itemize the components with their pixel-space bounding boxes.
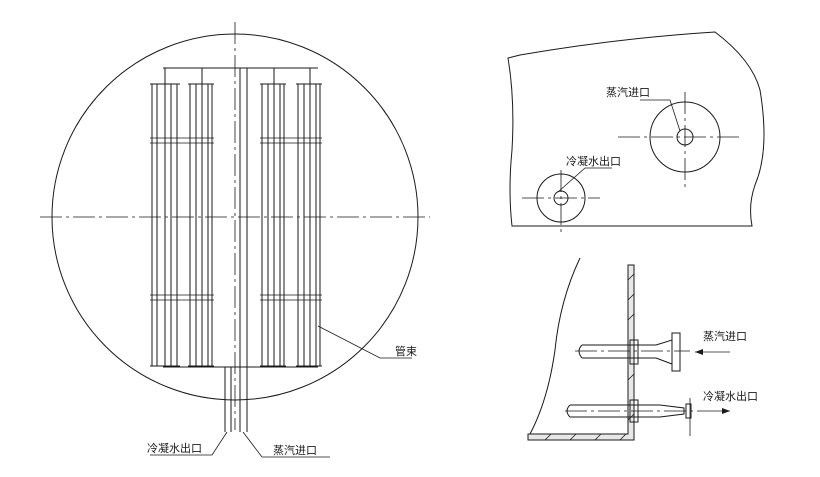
wall-section bbox=[527, 264, 635, 441]
condensate-outlet-pipe bbox=[224, 367, 232, 432]
steam-inlet-nozzle bbox=[575, 332, 690, 372]
break-line bbox=[529, 257, 581, 435]
wall-hatching bbox=[544, 273, 635, 441]
tube-bundle-label: 管束 bbox=[395, 344, 417, 358]
tr-steam-leader bbox=[640, 99, 681, 132]
central-inlet-pipe bbox=[239, 68, 248, 432]
condensate-outlet-nozzle bbox=[565, 398, 700, 436]
tube-bundle-2 bbox=[188, 68, 214, 367]
bottom-right-view: 蒸汽进口 冷凝水出口 bbox=[527, 257, 758, 441]
tr-steam-inlet-label: 蒸汽进口 bbox=[606, 85, 650, 99]
left-steam-inlet-label: 蒸汽进口 bbox=[273, 443, 317, 457]
vessel-wall-outline bbox=[507, 31, 765, 227]
left-steam-leader bbox=[242, 431, 330, 458]
tube-bundle-4 bbox=[296, 68, 322, 367]
br-steam-inlet-label: 蒸汽进口 bbox=[703, 329, 747, 343]
tube-bundle-1 bbox=[150, 68, 180, 367]
left-condensate-outlet-label: 冷凝水出口 bbox=[147, 441, 202, 455]
top-right-view: 蒸汽进口 冷凝水出口 bbox=[507, 31, 765, 232]
left-vessel-view: 管束 冷凝水出口 蒸汽进口 bbox=[40, 22, 430, 458]
tr-condensate-outlet-label: 冷凝水出口 bbox=[566, 154, 621, 168]
tube-bundle-3 bbox=[260, 68, 286, 367]
br-condensate-outlet-label: 冷凝水出口 bbox=[703, 389, 758, 403]
tr-condensate-leader bbox=[557, 167, 612, 193]
left-condensate-leader bbox=[150, 431, 228, 456]
support-plates bbox=[150, 137, 322, 301]
tube-bundle-leader bbox=[317, 325, 412, 359]
